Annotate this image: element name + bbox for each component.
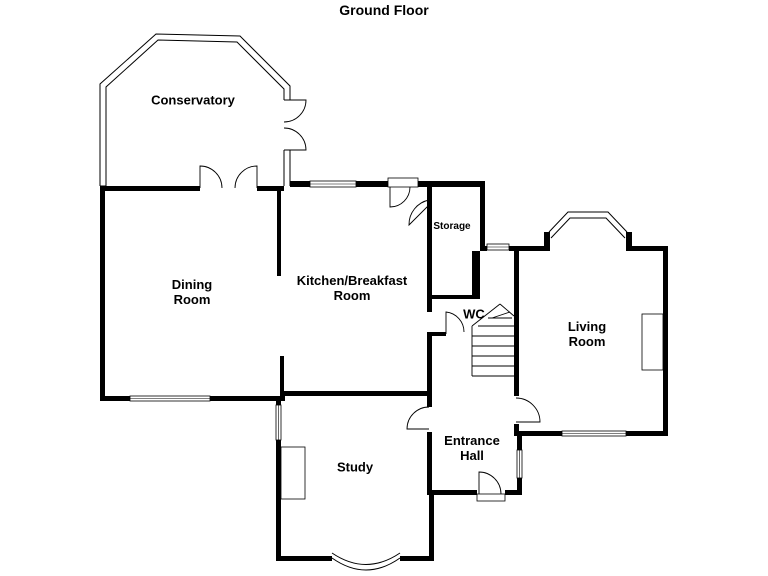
room-label-conservatory: Conservatory [151, 92, 235, 108]
window-dining-bottom [129, 395, 211, 402]
bay-window-living [548, 211, 628, 239]
door-wc [445, 311, 465, 334]
windows [129, 180, 628, 571]
door-conservatory-side [283, 99, 307, 151]
room-label-dining: Dining Room [171, 277, 213, 307]
room-label-kitchen: Kitchen/Breakfast Room [296, 273, 408, 303]
window-living-bottom [561, 430, 627, 437]
fireplace-study [280, 446, 306, 500]
room-label-wc: WC [463, 306, 485, 322]
room-label-living: Living Room [567, 319, 607, 349]
room-label-study: Study [336, 459, 374, 475]
walls [100, 181, 668, 561]
floor-title: Ground Floor [339, 2, 429, 18]
door-conservatory-dining [199, 165, 258, 189]
room-label-storage: Storage [433, 221, 471, 232]
door-living [515, 397, 541, 423]
bay-window-study [331, 552, 401, 571]
window-study-left [275, 404, 282, 441]
room-label-entrance-hall: Entrance Hall [444, 433, 500, 463]
fireplace-living [641, 313, 664, 371]
window-kitchen-top [309, 180, 357, 188]
window-hall-right [516, 449, 523, 479]
door-kitchen-back [387, 177, 419, 208]
window-storage-side [486, 243, 510, 251]
door-front [476, 471, 506, 502]
conservatory-frame [99, 33, 291, 187]
doors [199, 99, 541, 502]
door-study [406, 406, 430, 430]
staircase [471, 303, 515, 377]
door-storage [408, 199, 430, 227]
